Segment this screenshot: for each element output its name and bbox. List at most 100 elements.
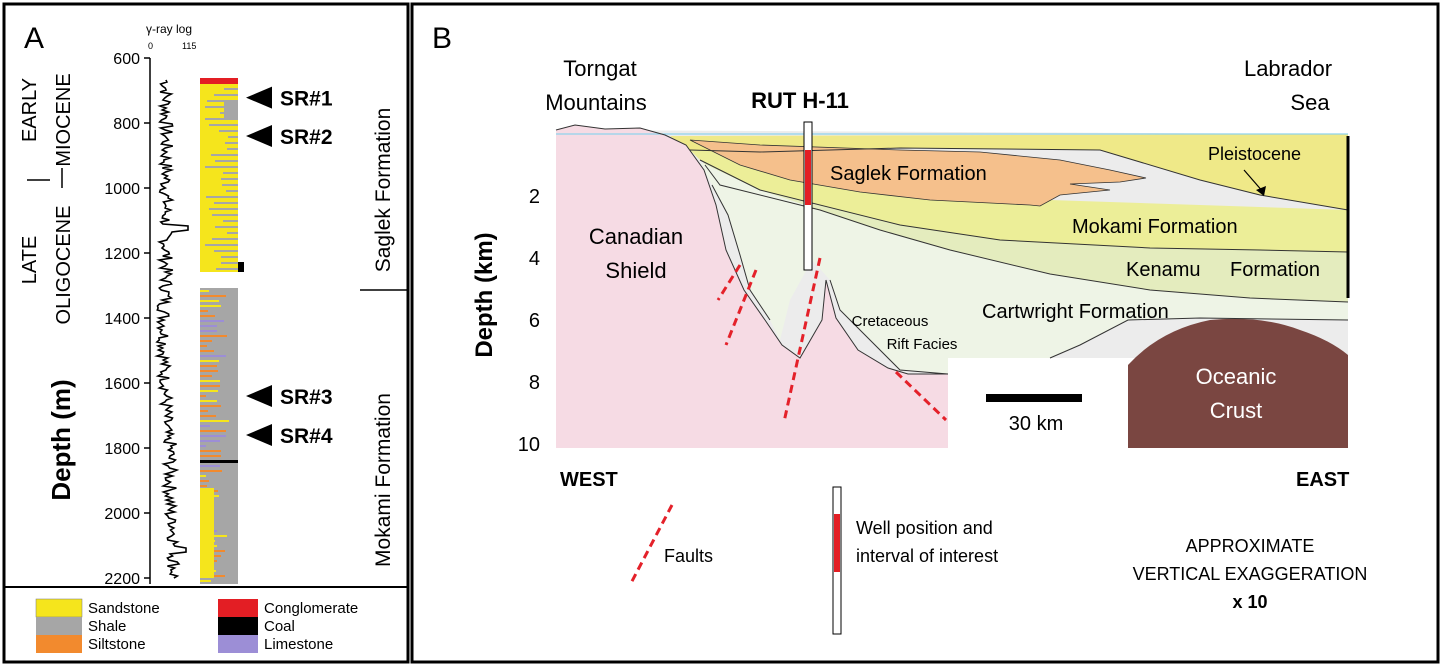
well-name-label: RUT H-11 (751, 88, 849, 113)
depth-km-tick-label: 6 (529, 310, 540, 332)
mokami-formation-area (680, 140, 1348, 252)
litho-band (222, 184, 238, 186)
litho-band (200, 465, 220, 467)
pleistocene-area (670, 134, 1348, 210)
oceanic-crust-area (1128, 318, 1348, 448)
litho-band (228, 136, 238, 138)
panel-b: B (410, 2, 1440, 664)
depth-tick-label: 1600 (104, 376, 140, 393)
panel-b-frame (410, 2, 1440, 664)
fault-line-4 (894, 370, 948, 422)
kenamu-formation-area (690, 145, 1348, 302)
torngat-label-line1: Torngat (563, 56, 636, 81)
label-cartwright-formation: Cartwright Formation (982, 301, 1169, 323)
litho-band (200, 380, 220, 382)
rift-top-line (829, 279, 949, 375)
litho-band (200, 400, 217, 402)
litho-band (238, 262, 244, 272)
litho-band (200, 445, 206, 447)
depth-tick-label: 600 (113, 51, 140, 68)
litho-band (219, 130, 238, 132)
gamma-scale-max: 115 (182, 41, 196, 51)
litho-band (200, 300, 219, 302)
litho-band (207, 100, 238, 102)
shield-boundary-line (555, 124, 948, 375)
litho-band (215, 160, 238, 162)
labrador-label-line1: Labrador (1244, 56, 1332, 81)
litho-band (212, 214, 238, 216)
litho-band (200, 310, 208, 312)
panel-a: A γ-ray log 0 115 6008001000120014001600… (2, 2, 410, 664)
legend-label-limestone: Limestone (264, 636, 333, 653)
litho-band (200, 320, 224, 322)
sample-arrow (246, 385, 272, 407)
litho-band (227, 232, 238, 234)
epoch-late: LATE (19, 236, 41, 285)
litho-band (221, 262, 238, 264)
depth-tick-label: 800 (113, 116, 140, 133)
litho-band (200, 335, 227, 337)
torngat-label-line2: Mountains (545, 90, 647, 115)
litho-band (221, 256, 238, 258)
cross-section: 30 km (555, 121, 1350, 448)
well-interval-of-interest (805, 150, 811, 205)
litho-band (200, 488, 214, 578)
litho-band (200, 470, 222, 472)
formation-mokami: Mokami Formation (372, 393, 395, 567)
sample-markers: SR#1SR#2SR#3SR#4 (246, 86, 333, 448)
canadian-shield-area (556, 125, 948, 448)
lithology-column (200, 78, 244, 584)
depth-km-tick-label: 2 (529, 186, 540, 208)
fault-lines (716, 257, 948, 423)
litho-band (200, 370, 218, 372)
litho-band (211, 154, 238, 156)
litho-band (200, 450, 221, 452)
legend-swatch-conglomerate (218, 599, 258, 617)
litho-band (205, 106, 238, 108)
ve-line1: APPROXIMATE (1186, 536, 1315, 556)
pleistocene-pointer-head (1256, 186, 1266, 196)
depth-tick-label: 1800 (104, 441, 140, 458)
label-oceanic-line1: Oceanic (1196, 364, 1277, 389)
label-kenamu-line2: Formation (1230, 259, 1320, 281)
depth-km-tick-label: 10 (518, 434, 540, 456)
litho-band (200, 330, 217, 332)
sample-label: SR#2 (280, 126, 333, 149)
legend-faults-label: Faults (664, 546, 713, 566)
legend-swatch-limestone (218, 635, 258, 653)
litho-band (200, 440, 220, 442)
mokami-base-line (699, 159, 1349, 253)
litho-band (223, 220, 238, 222)
litho-band (200, 350, 214, 352)
epoch-miocene: MIOCENE (53, 73, 75, 166)
legend-label-coal: Coal (264, 618, 295, 635)
litho-band (206, 196, 238, 198)
east-label: EAST (1296, 469, 1349, 491)
legend-well-interval (834, 514, 840, 572)
panel-b-letter: B (432, 22, 452, 55)
sample-arrow (246, 125, 272, 147)
depth-tick-label: 2200 (104, 571, 140, 588)
label-kenamu-line1: Kenamu (1126, 259, 1201, 281)
legend-label-sandstone: Sandstone (88, 600, 160, 617)
kenamu-base-line (704, 164, 1349, 303)
litho-band (200, 395, 206, 397)
litho-band (200, 385, 220, 387)
label-mokami-formation: Mokami Formation (1072, 216, 1238, 238)
label-saglek-formation: Saglek Formation (830, 163, 987, 185)
depth-km-tick-label: 8 (529, 372, 540, 394)
litho-band (200, 78, 238, 84)
sample-label: SR#4 (280, 425, 333, 448)
legend-swatch-siltstone (36, 635, 82, 653)
legend-well-label-line2: interval of interest (856, 546, 998, 566)
litho-band (200, 410, 208, 412)
pleistocene-base-line (689, 147, 1349, 211)
litho-band (200, 580, 211, 582)
west-label: WEST (560, 469, 618, 491)
depth-tick-label: 1200 (104, 246, 140, 263)
litho-band (200, 435, 226, 437)
gamma-ray-curve (154, 79, 189, 579)
litho-band (212, 238, 238, 240)
panel-a-letter: A (24, 22, 44, 55)
